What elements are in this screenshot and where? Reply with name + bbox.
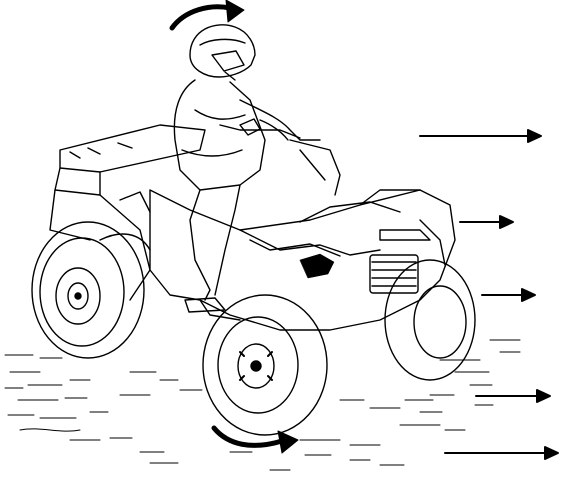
arrow-right-icon bbox=[482, 289, 535, 301]
rear-rack bbox=[50, 125, 205, 300]
handlebar bbox=[290, 140, 340, 195]
front-left-wheel bbox=[203, 295, 327, 435]
curved-arrow-icon bbox=[172, 0, 244, 28]
motion-arrows bbox=[420, 130, 558, 459]
front-right-wheel bbox=[385, 260, 475, 380]
front-grille bbox=[300, 220, 445, 293]
arrow-right-icon bbox=[420, 130, 541, 142]
arrow-right-icon bbox=[445, 447, 558, 459]
rider bbox=[174, 25, 320, 312]
arrow-right-icon bbox=[476, 390, 550, 402]
helmet-icon bbox=[190, 25, 255, 80]
arrow-right-icon bbox=[460, 216, 513, 228]
ground-lines bbox=[5, 340, 520, 470]
rear-wheel bbox=[32, 222, 150, 358]
